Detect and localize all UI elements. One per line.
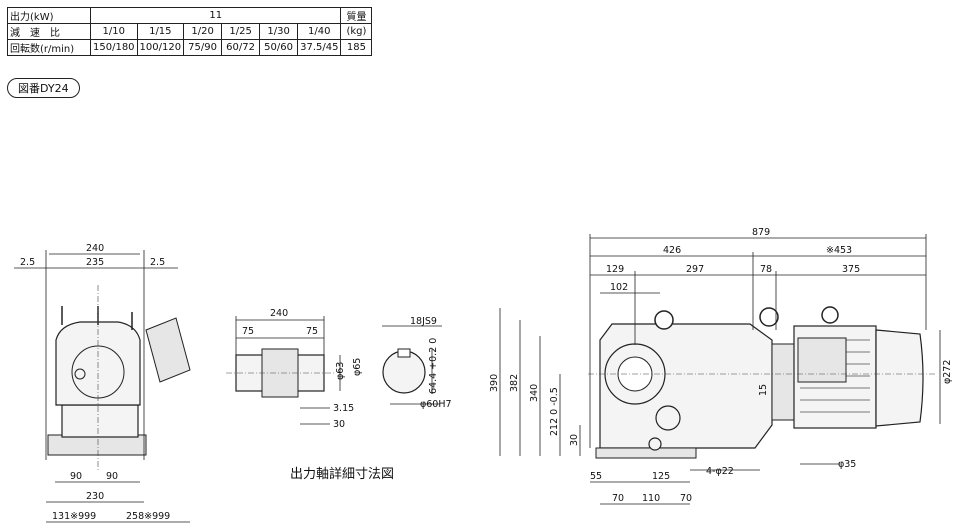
dim-75-left: 75 <box>242 326 254 337</box>
side-eyebolt-left <box>654 310 674 330</box>
dim-90-left: 90 <box>70 471 82 482</box>
dim-phi63: φ63 <box>335 362 346 380</box>
input-boss <box>655 405 681 431</box>
dim-125: 125 <box>652 471 670 482</box>
coupling <box>771 343 795 421</box>
dim-15: 15 <box>758 384 769 396</box>
shaft-detail: 240 75 75 φ63 φ65 3.15 30 18JS9 64.4 +0.… <box>226 308 452 482</box>
figure-number: 図番DY24 <box>7 78 80 98</box>
dim-70-left: 70 <box>612 493 624 504</box>
side-view: 879 426 ※453 129 297 78 375 102 390 382 … <box>489 227 953 505</box>
drain-plug <box>648 437 662 451</box>
motor-eyebolt <box>821 306 839 324</box>
dim-375: 375 <box>842 264 860 275</box>
dim-4-phi22: 4-φ22 <box>706 466 734 477</box>
fan-cover <box>875 329 924 427</box>
motor-terminal-box <box>797 337 847 383</box>
dim-131: 131※999 <box>52 511 96 522</box>
dim-75-right: 75 <box>306 326 318 337</box>
dim-230: 230 <box>86 491 104 502</box>
dim-30: 30 <box>333 419 345 430</box>
dim-110: 110 <box>642 493 660 504</box>
dim-phi35: φ35 <box>838 459 856 470</box>
dim-3-15: 3.15 <box>333 403 354 414</box>
keyway <box>397 348 411 358</box>
dim-18js9: 18JS9 <box>410 316 437 327</box>
front-boss <box>74 368 86 380</box>
speed-cell: 150/180 <box>90 39 138 56</box>
dim-258: 258※999 <box>126 511 170 522</box>
front-view: 240 235 2.5 2.5 90 90 230 131※999 258※99… <box>14 243 191 523</box>
dim-235: 235 <box>86 257 104 268</box>
dim-390: 390 <box>489 374 500 392</box>
dim-90-right: 90 <box>106 471 118 482</box>
dim-102: 102 <box>610 282 628 293</box>
dim-30: 30 <box>569 434 580 446</box>
dim-55: 55 <box>590 471 602 482</box>
shaft-detail-title: 出力軸詳細寸法図 <box>290 466 394 482</box>
weight-unit: (kg) <box>340 23 373 40</box>
dim-2-5-left: 2.5 <box>20 257 35 268</box>
dim-382: 382 <box>509 374 520 392</box>
dim-240: 240 <box>86 243 104 254</box>
dim-879: 879 <box>752 227 770 238</box>
dim-240: 240 <box>270 308 288 319</box>
front-base <box>47 434 147 456</box>
spec-table: 出力(kW) 11 質量 減 速 比 1/10 1/15 1/20 1/25 1… <box>7 7 373 56</box>
front-lower-housing <box>61 404 139 438</box>
dim-2-5-right: 2.5 <box>150 257 165 268</box>
dim-212: 212 0 -0.5 <box>549 387 560 436</box>
weight-value: 185 <box>340 39 373 56</box>
dim-426: 426 <box>663 245 681 256</box>
dim-78: 78 <box>760 264 772 275</box>
dim-phi272: φ272 <box>942 360 953 384</box>
dim-phi60: φ60H7 <box>420 399 452 410</box>
terminal-box <box>145 317 191 383</box>
dim-70-right: 70 <box>680 493 692 504</box>
dim-340: 340 <box>529 384 540 402</box>
speed-label: 回転数(r/min) <box>7 39 91 56</box>
dim-phi65: φ65 <box>352 358 363 376</box>
dim-64-4: 64.4 +0.2 0 <box>428 338 439 394</box>
side-eyebolt-right <box>759 307 779 327</box>
dim-129: 129 <box>606 264 624 275</box>
speed-cell: 75/90 <box>183 39 223 56</box>
side-base <box>595 447 697 459</box>
dim-453: ※453 <box>826 245 852 256</box>
dim-297: 297 <box>686 264 704 275</box>
speed-cell: 37.5/45 <box>297 39 342 56</box>
